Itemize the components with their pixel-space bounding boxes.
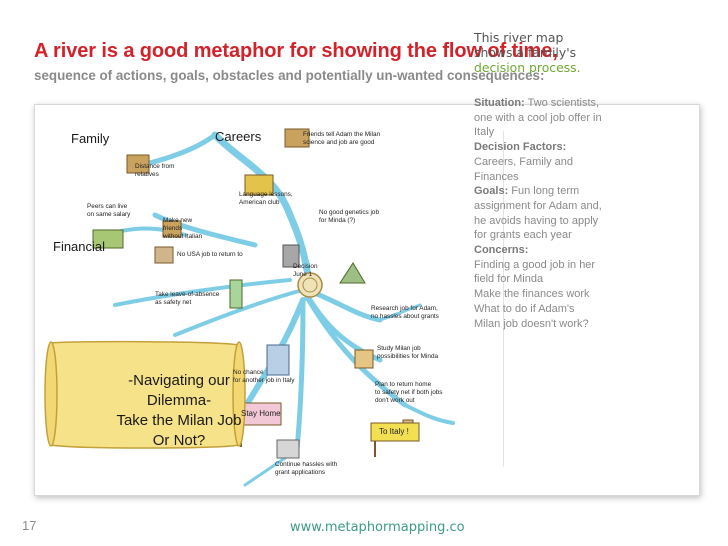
label-new-friends: Make new friends without Italian <box>163 217 202 241</box>
factors-line-1: Careers, Family and <box>474 155 618 170</box>
footer-url-link[interactable]: www.metaphormapping.co <box>290 520 465 535</box>
concerns-line-3: Make the finances work <box>474 287 618 302</box>
sidebar-intro: This river map shows a family's decision… <box>474 30 622 75</box>
goals-text: Fun long term <box>508 185 579 197</box>
heading-financial: Financial <box>53 239 105 254</box>
label-study-milan: Study Milan job possibilities for Minda <box>377 345 438 361</box>
situation-text: Two scientists, <box>525 97 599 109</box>
label-language: Language lessons, American club <box>239 191 293 207</box>
goals-line-3: he avoids having to apply <box>474 214 618 229</box>
intro-line-3: decision process. <box>474 60 581 75</box>
factors-label: Decision Factors: <box>474 141 566 153</box>
label-plan-return: Plan to return home to safety net if bot… <box>375 381 443 405</box>
situation-label: Situation: <box>474 97 525 109</box>
concerns-line-1: Finding a good job in her <box>474 258 618 273</box>
label-distance: Distance from relatives <box>135 163 174 179</box>
label-good-genetics: No good genetics job for Minda (?) <box>319 209 379 225</box>
situation-line-2: one with a cool job offer in <box>474 111 618 126</box>
concerns-line-2: field for Minda <box>474 272 618 287</box>
label-to-italy: To Italy ! <box>379 428 409 436</box>
label-decision: Decision June 1 <box>293 263 318 279</box>
intro-line-2: shows a family's <box>474 45 576 60</box>
label-continue-hassles: Continue hassles with grant applications <box>275 461 337 477</box>
label-no-usa-job: No USA job to return to <box>177 251 243 259</box>
slide-subtitle: sequence of actions, goals, obstacles an… <box>34 68 544 83</box>
concerns-label: Concerns: <box>474 244 528 256</box>
label-friends-tell: Friends tell Adam the Milan science and … <box>303 131 380 147</box>
scroll-banner-text: -Navigating our Dilemma- Take the Milan … <box>95 371 263 451</box>
factors-line-2: Finances <box>474 170 618 185</box>
goals-line-2: assignment for Adam and, <box>474 199 618 214</box>
label-leave-absence: Take leave-of-absence as safety net <box>155 291 219 307</box>
label-peers: Peers can live on same salary <box>87 203 130 219</box>
concerns-line-5: Milan job doesn't work? <box>474 317 618 332</box>
sidebar-details: Situation: Two scientists, one with a co… <box>474 96 618 331</box>
heading-careers: Careers <box>215 129 261 144</box>
label-research-job: Research job for Adam, no hassles about … <box>371 305 439 321</box>
goals-line-4: for grants each year <box>474 228 618 243</box>
heading-family: Family <box>71 131 109 146</box>
page-number: 17 <box>22 518 36 533</box>
situation-line-3: Italy <box>474 125 618 140</box>
concerns-line-4: What to do if Adam's <box>474 302 618 317</box>
intro-line-1: This river map <box>474 30 563 45</box>
goals-label: Goals: <box>474 185 508 197</box>
